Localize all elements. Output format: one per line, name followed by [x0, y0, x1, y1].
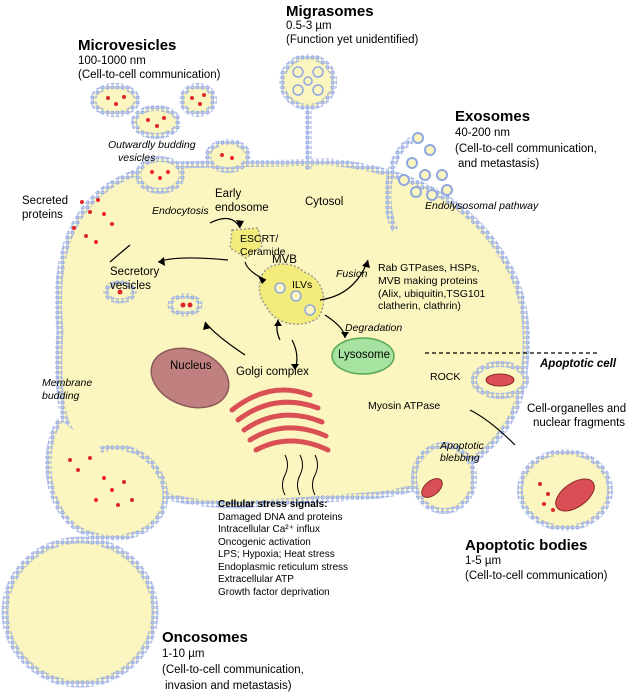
apoptotic-bodies-size: 1-5 µm: [465, 555, 502, 567]
exosomes-function-2: and metastasis): [458, 158, 540, 170]
microvesicle-cargo: [106, 93, 234, 180]
apoptotic-cargo: [538, 482, 555, 512]
myosin-label: Myosin ATPase: [368, 400, 441, 412]
escrt-label-2: Ceramide: [240, 246, 286, 258]
microvesicles: [90, 83, 251, 194]
nucleus: [150, 347, 230, 409]
apoptotic-blebbing-label-2: blebbing: [440, 452, 480, 464]
exosomes: [398, 132, 453, 201]
lysosome-label: Lysosome: [338, 349, 390, 361]
exosomes-function-1: (Cell-to-cell communication,: [455, 143, 597, 155]
secreted-proteins-label-2: proteins: [22, 209, 63, 221]
mvb-label: MVB: [272, 254, 297, 266]
stress-item: Growth factor deprivation: [218, 586, 330, 598]
membrane-budding-label-2: budding: [42, 390, 80, 402]
escrt-label-1: ESCRT/: [240, 233, 279, 245]
stress-signals-block: Cellular stress signals: Damaged DNA and…: [218, 499, 348, 599]
membrane-budding-bleb: [45, 418, 169, 541]
microvesicles-title: Microvesicles: [78, 37, 177, 54]
stress-title: Cellular stress signals:: [218, 499, 328, 510]
early-endosome: [229, 227, 263, 259]
stress-item: Oncogenic activation: [218, 536, 311, 548]
rab-label-3: (Alix, ubiquitin,TSG101: [378, 288, 486, 300]
stress-item: Intracellular Ca²⁺ influx: [218, 524, 320, 535]
migrasomes-function: (Function yet unidentified): [286, 34, 419, 46]
migrasome-cargo: [292, 66, 324, 96]
oncosomes-size: 1-10 µm: [162, 648, 205, 660]
early-endosome-label-1: Early: [215, 188, 242, 200]
microvesicles-size: 100-1000 nm: [78, 55, 146, 67]
outward-budding-label-2: vesicles: [118, 152, 156, 164]
stress-item: LPS; Hypoxia; Heat stress: [218, 549, 335, 560]
secreted-proteins-dots: [72, 198, 114, 244]
oncosome: [1, 536, 159, 688]
golgi-label: Golgi complex: [236, 366, 309, 378]
migrasomes-title: Migrasomes: [286, 3, 374, 20]
rab-label-2: MVB making proteins: [378, 275, 478, 287]
golgi-complex: [229, 387, 331, 453]
migrasomes-size: 0.5-3 µm: [286, 20, 332, 32]
fusion-label: Fusion: [336, 268, 368, 280]
lysosome: [331, 337, 395, 375]
stress-item: Extracellular ATP: [218, 574, 294, 585]
organelles-label-2: nuclear fragments: [533, 417, 626, 429]
ilvs: [274, 282, 316, 316]
early-endosome-label-2: endosome: [215, 202, 269, 214]
rab-label-4: clatherin, clathrin): [378, 300, 461, 312]
apoptotic-bodies-title: Apoptotic bodies: [465, 537, 588, 554]
secretory-label-1: Secretory: [110, 266, 160, 278]
nucleus-label: Nucleus: [170, 360, 212, 372]
secretory-label-2: vesicles: [110, 280, 151, 292]
oncosomes-function-2: invasion and metastasis): [165, 680, 292, 692]
budding-cargo: [68, 456, 134, 507]
mitochondrion-small: [485, 373, 515, 387]
outward-budding-label-1: Outwardly budding: [108, 139, 196, 151]
stress-signal-arrows: [282, 454, 318, 496]
exosomes-size: 40-200 nm: [455, 127, 510, 139]
apoptotic-cell-label: Apoptotic cell: [540, 358, 617, 370]
endocytosis-label: Endocytosis: [152, 205, 209, 217]
apoptotic-blebbing-label-1: Apoptotic: [440, 440, 484, 452]
degradation-label: Degradation: [345, 322, 403, 334]
cytosol-label: Cytosol: [305, 196, 344, 208]
exosome-release-tube: [384, 136, 414, 232]
mitochondrion: [555, 478, 595, 512]
microvesicles-function: (Cell-to-cell communication): [78, 69, 221, 81]
rock-label: ROCK: [430, 371, 461, 383]
exosomes-title: Exosomes: [455, 108, 531, 125]
arrow-heads: [158, 220, 370, 370]
secreted-proteins-label-1: Secreted: [22, 195, 69, 207]
ilvs-label: ILVs: [292, 279, 313, 291]
endolysosomal-label: Endolysosomal pathway: [425, 200, 539, 212]
mitochondrion-2: [421, 478, 443, 498]
stress-item: Endoplasmic reticulum stress: [218, 561, 349, 573]
secretory-cargo: [117, 289, 193, 308]
stress-item: Damaged DNA and proteins: [218, 511, 343, 523]
membrane-budding-label-1: Membrane: [42, 377, 93, 389]
organelles-label-1: Cell-organelles and: [527, 403, 627, 415]
oncosomes-function-1: (Cell-to-cell communication,: [162, 664, 304, 676]
oncosomes-title: Oncosomes: [162, 629, 248, 646]
apoptotic-bodies-function: (Cell-to-cell communication): [465, 570, 608, 582]
rab-label-1: Rab GTPases, HSPs,: [378, 262, 480, 274]
